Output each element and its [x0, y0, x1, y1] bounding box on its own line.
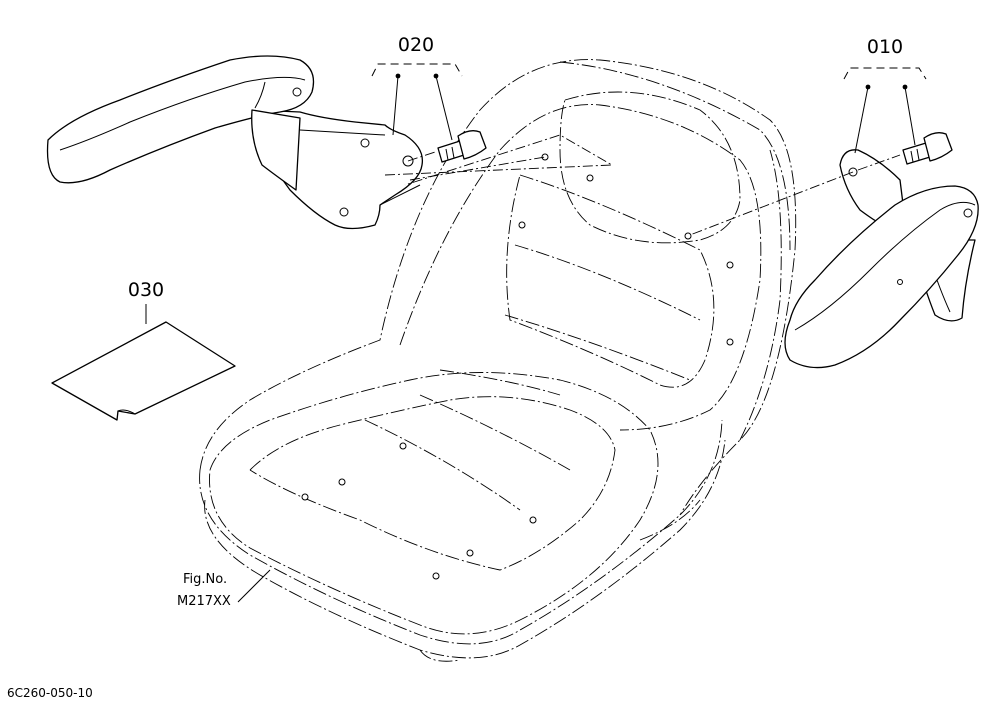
seat-mounting-holes: [301, 153, 734, 580]
right-bolt: [902, 132, 953, 165]
callout-010: 010: [843, 36, 927, 154]
label-sheet: [51, 321, 236, 421]
fig-label: Fig.No.: [183, 572, 227, 587]
callout-010-label: 010: [867, 36, 903, 58]
figure-number: Fig.No. M217XX: [177, 569, 271, 609]
fig-number: M217XX: [177, 594, 231, 609]
left-bolt: [437, 130, 487, 163]
callout-030: 030: [128, 279, 164, 324]
callout-020-label: 020: [398, 34, 434, 56]
callout-020: 020: [371, 34, 463, 141]
seat-outline: [199, 59, 797, 662]
left-armrest: [46, 55, 424, 230]
drawing-code: 6C260-050-10: [7, 686, 93, 700]
right-armrest: [784, 149, 979, 369]
callout-030-label: 030: [128, 279, 164, 301]
